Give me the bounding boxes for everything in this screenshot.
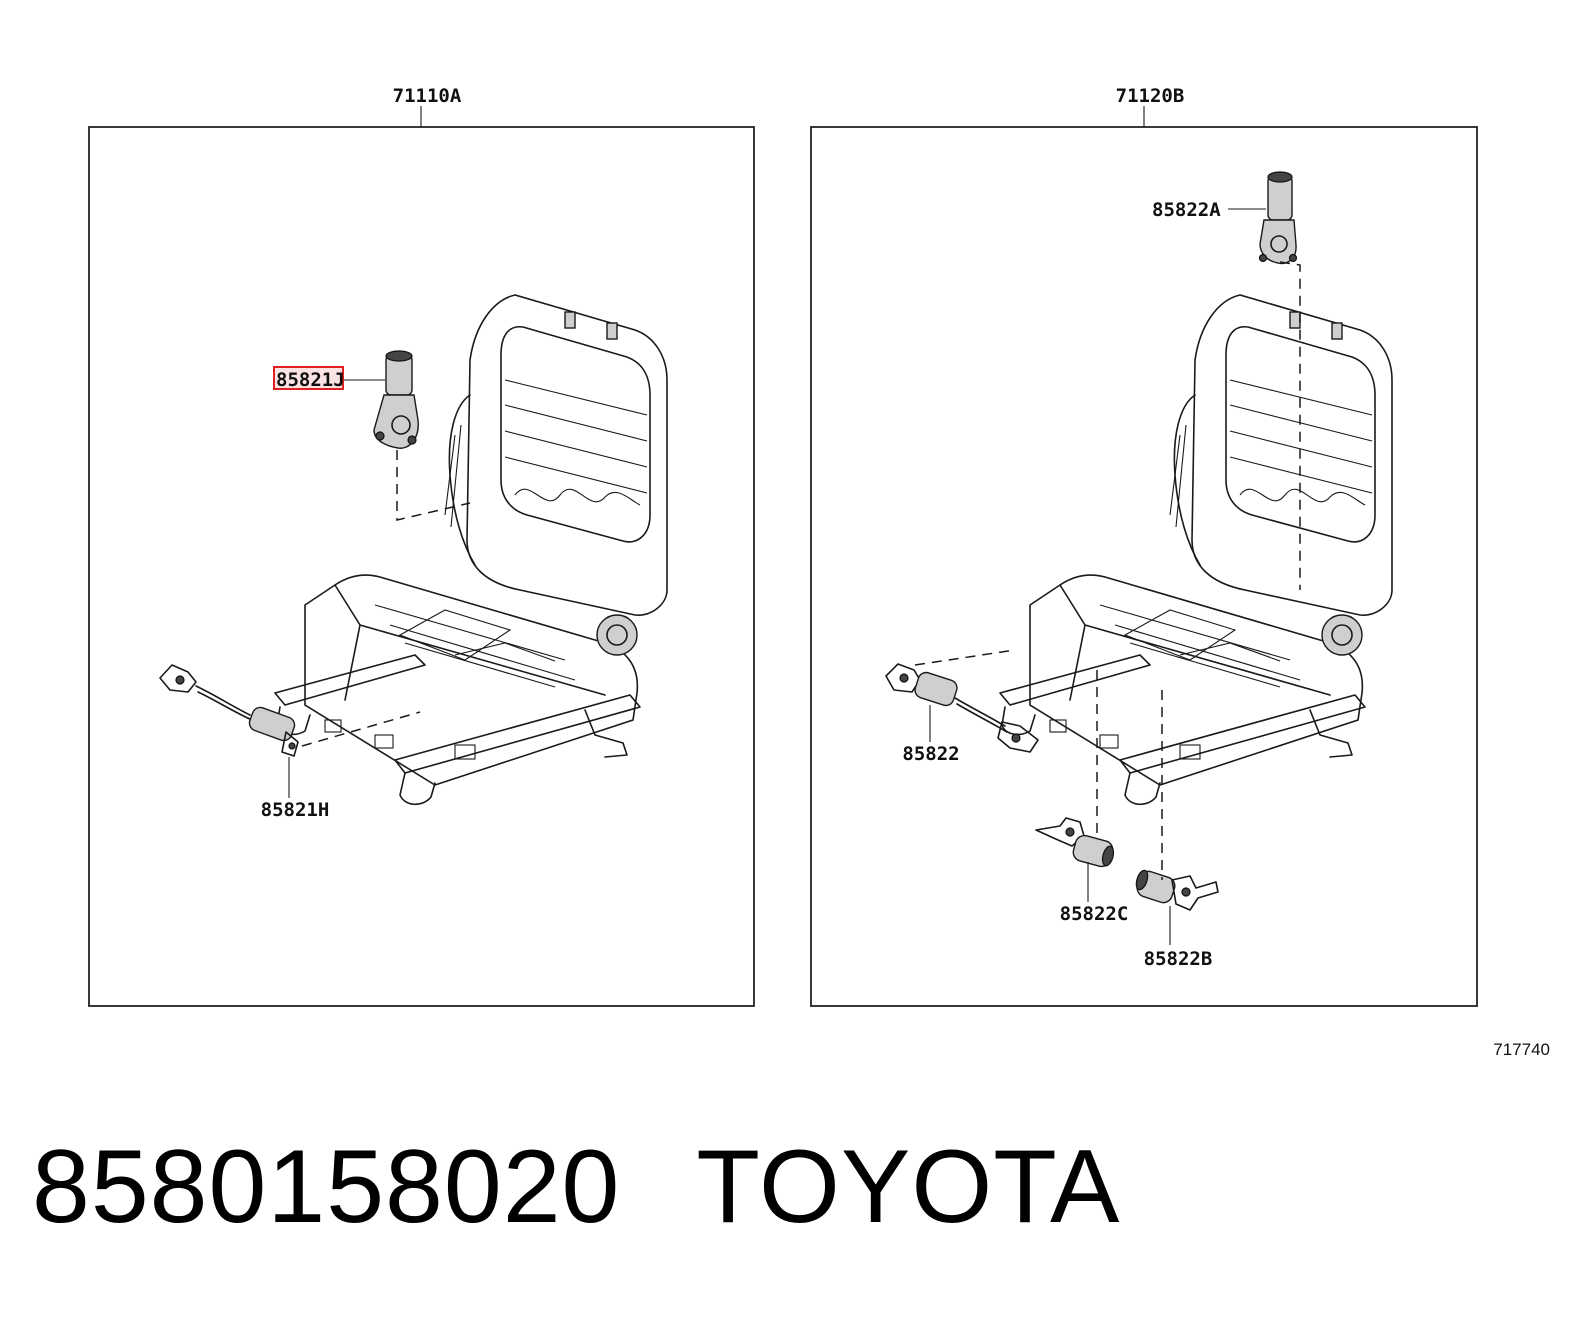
motor-85822a-drawing	[1258, 171, 1298, 265]
diagram-reference-number: 717740	[1493, 1040, 1550, 1059]
part-number: 8580158020	[32, 1129, 621, 1245]
part-label-85822c[interactable]: 85822C	[1060, 903, 1129, 925]
part-label-85822b[interactable]: 85822B	[1144, 948, 1213, 970]
part-label-85822a[interactable]: 85822A	[1152, 199, 1221, 221]
motor-85822c-drawing	[1035, 817, 1115, 868]
panel-71120b: 71120B 85822A 85822	[810, 85, 1478, 1007]
part-label-85822[interactable]: 85822	[902, 743, 959, 765]
panel-71110a: 71110A 85821J 85821H	[88, 85, 755, 1007]
motor-85821h-drawing	[159, 664, 299, 757]
seat-frame-drawing	[999, 294, 1393, 806]
panel-title: 71120B	[1116, 85, 1185, 107]
caption: 8580158020 TOYOTA	[32, 1128, 1120, 1247]
motor-85821j-drawing	[373, 350, 419, 449]
highlight-box	[273, 366, 344, 390]
part-label-85821j[interactable]: 85821J	[276, 369, 345, 391]
panel-title: 71110A	[393, 85, 462, 107]
part-label-85821h[interactable]: 85821H	[261, 799, 330, 821]
motor-85822b-drawing	[1135, 869, 1219, 911]
motor-85822-drawing	[885, 663, 1039, 753]
brand-name: TOYOTA	[696, 1129, 1121, 1245]
